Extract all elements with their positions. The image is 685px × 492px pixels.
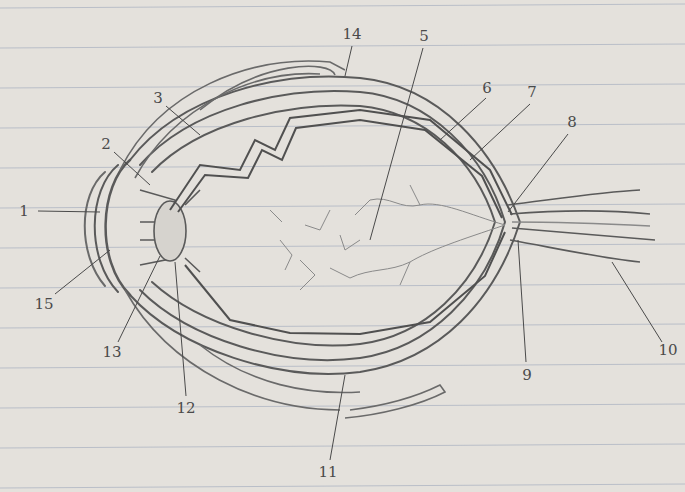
callout-number: 9 bbox=[522, 368, 532, 383]
eyelid-muscles bbox=[120, 61, 445, 418]
callout-number: 2 bbox=[101, 137, 111, 152]
callout-number: 12 bbox=[176, 401, 195, 416]
callout-number: 5 bbox=[419, 29, 429, 44]
ciliary-zigzag bbox=[170, 110, 512, 334]
leader-lines bbox=[38, 46, 662, 460]
eyeball-outline bbox=[85, 77, 520, 374]
iris-and-lens bbox=[140, 190, 200, 272]
ruled-lines bbox=[0, 4, 685, 488]
callout-number: 13 bbox=[102, 345, 121, 360]
callout-number: 1 bbox=[19, 204, 29, 219]
callout-number: 15 bbox=[34, 297, 53, 312]
callout-number: 10 bbox=[658, 343, 677, 358]
callout-number: 6 bbox=[482, 81, 492, 96]
optic-nerve bbox=[508, 190, 655, 262]
callout-number: 7 bbox=[527, 85, 537, 100]
blood-vessels bbox=[270, 185, 505, 290]
callout-number: 8 bbox=[567, 115, 577, 130]
callout-number: 3 bbox=[153, 91, 163, 106]
callout-number: 14 bbox=[342, 27, 361, 42]
callout-number: 11 bbox=[318, 465, 337, 480]
